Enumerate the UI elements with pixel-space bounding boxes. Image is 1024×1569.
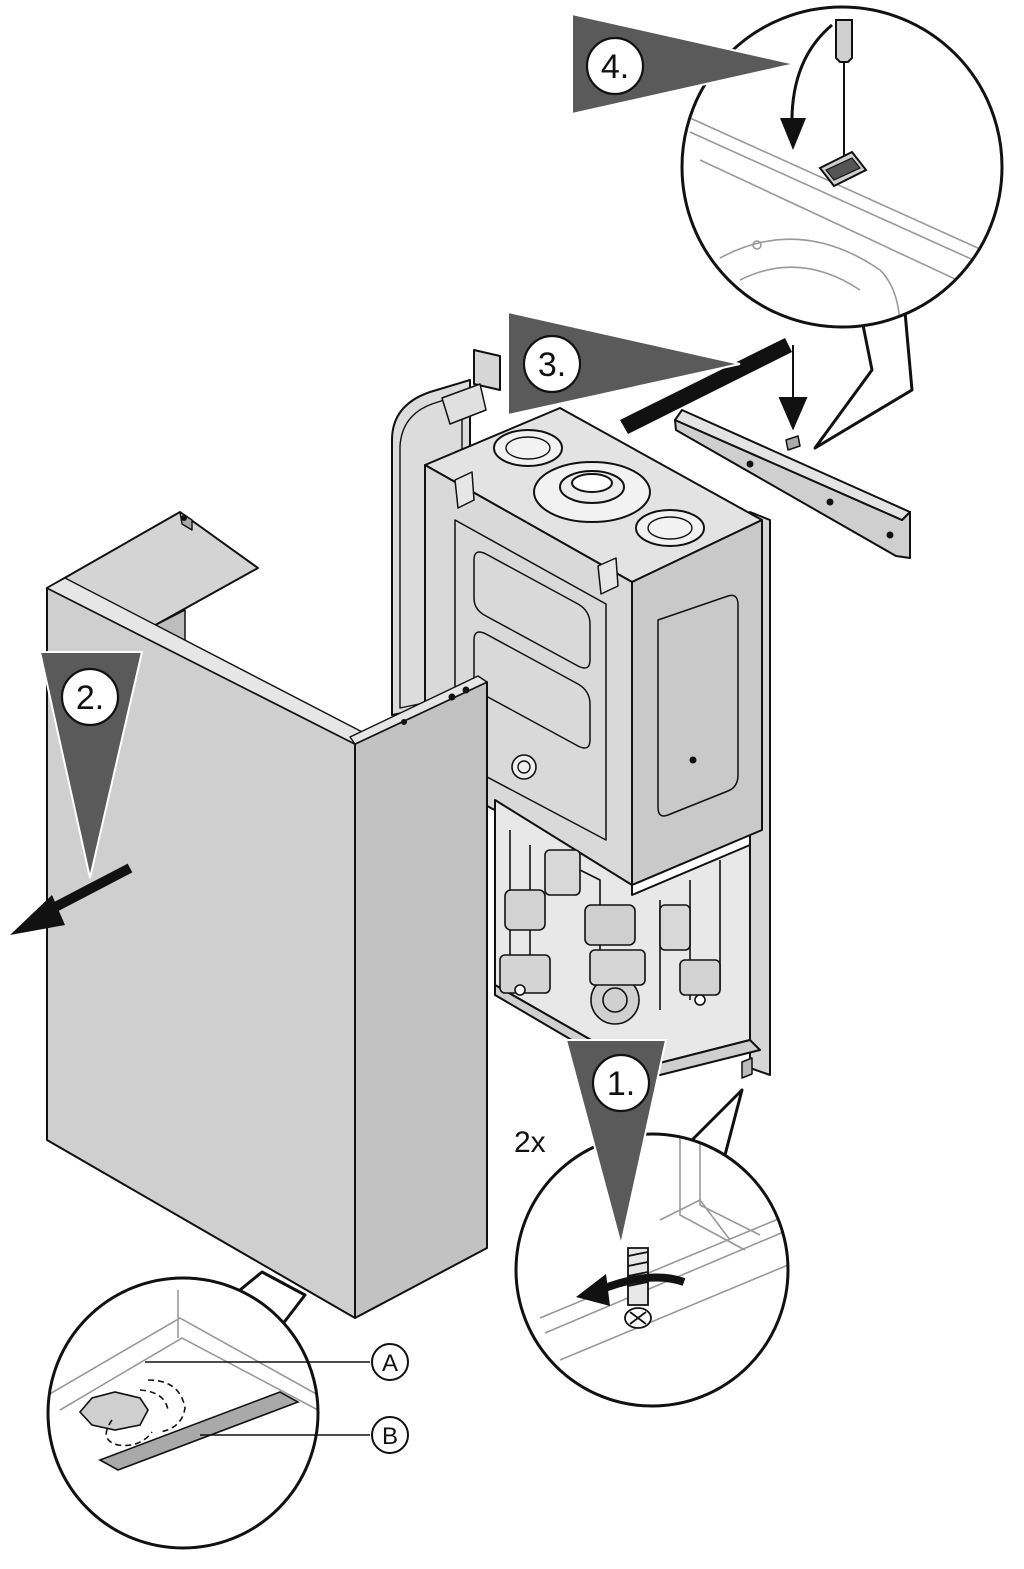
mounting-rail [674,409,911,559]
step-marker-3: 3. [507,310,741,417]
step-3-label: 3. [538,346,566,384]
callout-b-label: B [382,1423,398,1450]
step-1-label: 1. [607,1065,635,1103]
pull-forward-arrow [10,863,133,935]
multiplier-label: 2x [514,1126,546,1159]
front-casing-panel [46,511,488,1319]
step-marker-2: 2. [38,651,144,879]
step-marker-1: 1. [564,1039,668,1246]
step-2-label: 2. [76,679,104,717]
callout-a-label: A [382,1350,398,1377]
bolt-icon [624,1247,652,1329]
clip-a-part [78,1379,186,1447]
detail-circle-bottom-screw [514,1088,790,1408]
step-4-label: 4. [601,48,629,86]
detail-circle-panel-bottom [46,1270,320,1550]
detail-circle-rail-screw [680,5,1004,450]
rotate-arrow-icon [780,23,833,150]
strip-b-part [98,1391,300,1471]
callout-a: A [371,1343,409,1381]
screwdriver-icon [835,19,853,158]
turn-arrow-icon [576,1273,686,1306]
rail-insert-bar [620,338,792,434]
rail-down-arrow [778,345,808,431]
callout-b: B [371,1416,409,1454]
step-marker-4: 4. [571,12,796,116]
